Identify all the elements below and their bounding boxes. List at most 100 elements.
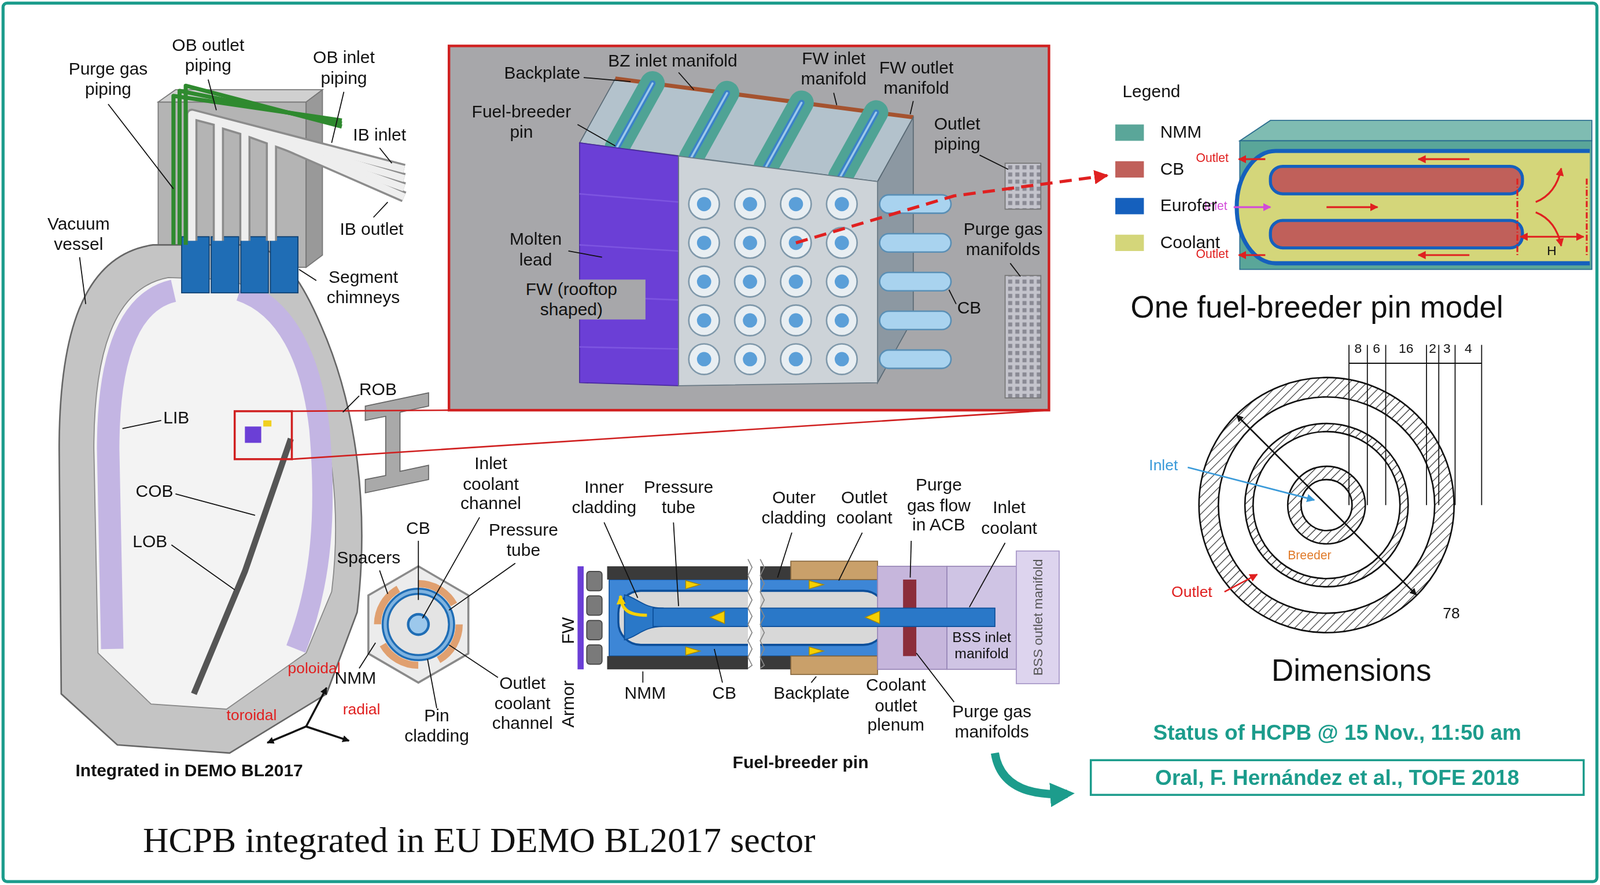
demo-sector bbox=[244, 426, 261, 443]
fuel-breeder-pin bbox=[603, 522, 638, 599]
blanket-zoom bbox=[616, 83, 653, 148]
blanket-zoom bbox=[734, 304, 766, 336]
pin-dimensions bbox=[1348, 344, 1350, 505]
demo-sector bbox=[267, 726, 307, 743]
demo-sector bbox=[331, 91, 344, 143]
pin-dimensions bbox=[1454, 344, 1456, 505]
fuel-breeder-pin bbox=[1016, 551, 1060, 684]
pin-model bbox=[1233, 206, 1271, 209]
blanket-zoom bbox=[1009, 263, 1021, 277]
pin-dimensions bbox=[1480, 344, 1482, 505]
part-label: Armor bbox=[558, 680, 579, 728]
diagram-caption: HCPB integrated in EU DEMO BL2017 sector bbox=[142, 820, 816, 862]
flow-label: Inlet bbox=[1148, 456, 1178, 475]
part-label: Pin cladding bbox=[399, 706, 474, 747]
pin-model bbox=[1270, 166, 1523, 195]
blanket-zoom bbox=[910, 101, 914, 115]
blanket-zoom bbox=[697, 274, 712, 290]
part-label: Purge gas piping bbox=[61, 59, 156, 100]
fuel-breeder-pin bbox=[747, 559, 761, 677]
dimension-label: 78 bbox=[1442, 603, 1460, 622]
demo-sector bbox=[271, 138, 404, 241]
demo-sector bbox=[59, 244, 362, 753]
part-label: FW (rooftop shaped) bbox=[498, 279, 645, 320]
part-label: Vacuum vessel bbox=[38, 214, 119, 255]
blanket-zoom bbox=[742, 274, 758, 290]
blanket-zoom bbox=[834, 196, 850, 212]
blanket-zoom bbox=[979, 155, 1008, 170]
legend-title: Legend bbox=[1122, 81, 1181, 102]
legend-row: Coolant bbox=[1115, 232, 1220, 253]
fuel-breeder-pin bbox=[577, 522, 1060, 702]
demo-sector bbox=[171, 544, 235, 591]
blanket-zoom bbox=[742, 313, 758, 328]
hex-cross-section bbox=[427, 659, 437, 709]
demo-sector bbox=[122, 420, 162, 429]
blanket-zoom bbox=[577, 124, 615, 146]
part-label: NMM bbox=[624, 683, 667, 704]
fuel-breeder-pin bbox=[777, 532, 792, 578]
demo-sector bbox=[244, 130, 404, 242]
pointer-arrow bbox=[994, 753, 1068, 795]
fuel-breeder-pin bbox=[586, 571, 602, 665]
part-label: BSS inlet manifold bbox=[949, 628, 1015, 662]
part-label: Inlet coolant channel bbox=[455, 454, 527, 515]
panel-title: One fuel-breeder pin model bbox=[1130, 289, 1504, 326]
part-label: Pressure tube bbox=[638, 477, 719, 519]
dimension-label: 8 bbox=[1350, 340, 1367, 357]
demo-sector bbox=[299, 269, 317, 281]
demo-sector bbox=[181, 236, 210, 293]
demo-sector bbox=[193, 439, 291, 695]
blanket-zoom bbox=[879, 311, 951, 330]
blanket-zoom bbox=[780, 304, 811, 336]
blanket-zoom bbox=[826, 304, 858, 336]
part-label: ROB bbox=[359, 379, 397, 400]
fuel-breeder-pin bbox=[685, 580, 880, 656]
part-label: OB inlet piping bbox=[304, 48, 385, 89]
legend-row: CB bbox=[1115, 159, 1185, 180]
part-label: CB bbox=[406, 518, 431, 539]
pin-model bbox=[1239, 253, 1266, 256]
blanket-zoom bbox=[734, 266, 766, 297]
part-label: FW bbox=[558, 617, 579, 645]
blanket-zoom bbox=[579, 193, 679, 349]
blanket-zoom bbox=[734, 227, 766, 258]
fuel-breeder-pin bbox=[653, 607, 995, 627]
legend-text: NMM bbox=[1160, 122, 1203, 143]
blanket-zoom bbox=[742, 196, 758, 212]
blanket-zoom bbox=[697, 352, 712, 367]
blanket-zoom bbox=[579, 244, 679, 252]
blanket-zoom bbox=[1005, 275, 1042, 398]
blanket-zoom bbox=[826, 227, 858, 258]
legend-row: NMM bbox=[1115, 122, 1202, 143]
hex-cross-section bbox=[417, 540, 419, 600]
part-label: CB bbox=[957, 297, 982, 319]
pin-model bbox=[1233, 120, 1592, 270]
figure-caption: Integrated in DEMO BL2017 bbox=[75, 761, 304, 782]
fuel-breeder-pin bbox=[710, 611, 725, 624]
fuel-breeder-pin bbox=[586, 595, 602, 616]
blanket-zoom bbox=[834, 235, 850, 250]
demo-sector bbox=[292, 410, 1050, 460]
dimension-label: 3 bbox=[1440, 340, 1454, 357]
part-label: NMM bbox=[334, 668, 377, 689]
part-label: OB outlet piping bbox=[163, 35, 253, 77]
pin-model bbox=[1239, 158, 1266, 161]
reference-text: Oral, F. Hernández et al., TOFE 2018 bbox=[1089, 758, 1585, 796]
legend-swatch bbox=[1115, 124, 1144, 141]
blanket-zoom bbox=[879, 233, 951, 253]
blanket-zoom bbox=[826, 266, 858, 297]
pin-dimensions bbox=[1425, 344, 1428, 505]
fuel-breeder-pin bbox=[747, 559, 752, 669]
blanket-zoom bbox=[688, 266, 720, 297]
part-label: Inlet coolant bbox=[975, 498, 1043, 539]
blanket-zoom bbox=[780, 227, 811, 258]
demo-sector bbox=[373, 201, 389, 217]
demo-sector bbox=[175, 493, 256, 516]
part-label: FW inlet manifold bbox=[791, 49, 876, 90]
blanket-zoom bbox=[579, 193, 679, 202]
panel-title: Dimensions bbox=[1271, 653, 1432, 689]
legend-swatch bbox=[1115, 160, 1144, 178]
blanket-zoom bbox=[579, 142, 679, 386]
